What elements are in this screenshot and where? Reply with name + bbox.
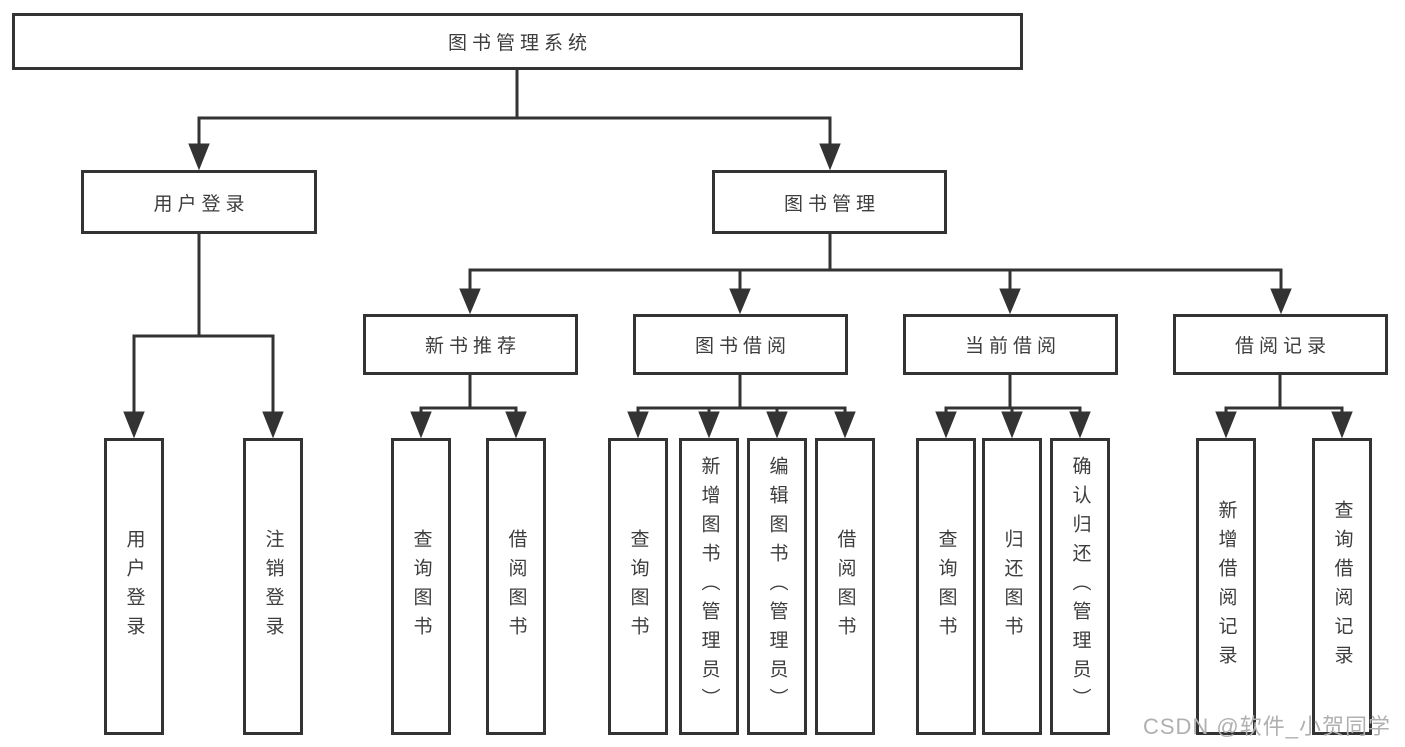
leaf-borrow-books-recommend: 借阅图书 bbox=[486, 438, 546, 735]
leaf-add-borrow-record-label: 新增借阅记录 bbox=[1215, 499, 1237, 674]
node-book-management: 图书管理 bbox=[712, 170, 947, 234]
leaf-query-books-recommend: 查询图书 bbox=[391, 438, 451, 735]
leaf-confirm-return-admin-label: 确认归还（管理员） bbox=[1069, 456, 1091, 717]
node-user-login: 用户登录 bbox=[81, 170, 317, 234]
leaf-logout-login-label: 注销登录 bbox=[262, 528, 284, 645]
leaf-user-login: 用户登录 bbox=[104, 438, 164, 735]
leaf-query-borrow-record-label: 查询借阅记录 bbox=[1331, 499, 1353, 674]
leaf-user-login-label: 用户登录 bbox=[123, 528, 145, 645]
node-root: 图书管理系统 bbox=[12, 13, 1023, 70]
leaf-borrow-books-label: 借阅图书 bbox=[834, 528, 856, 645]
leaf-return-books-label: 归还图书 bbox=[1001, 528, 1023, 645]
leaf-add-book-admin-label: 新增图书（管理员） bbox=[698, 456, 720, 717]
leaf-query-books-borrow-label: 查询图书 bbox=[627, 528, 649, 645]
csdn-watermark: CSDN @软件_小贺同学 bbox=[1142, 714, 1391, 739]
leaf-borrow-books: 借阅图书 bbox=[815, 438, 875, 735]
leaf-edit-book-admin-label: 编辑图书（管理员） bbox=[766, 456, 788, 717]
leaf-query-books-recommend-label: 查询图书 bbox=[410, 528, 432, 645]
leaf-edit-book-admin: 编辑图书（管理员） bbox=[747, 438, 807, 735]
leaf-add-book-admin: 新增图书（管理员） bbox=[679, 438, 739, 735]
leaf-query-borrow-record: 查询借阅记录 bbox=[1312, 438, 1372, 735]
leaf-add-borrow-record: 新增借阅记录 bbox=[1196, 438, 1256, 735]
leaf-logout-login: 注销登录 bbox=[243, 438, 303, 735]
leaf-query-books-borrow: 查询图书 bbox=[608, 438, 668, 735]
node-book-borrow: 图书借阅 bbox=[633, 314, 848, 375]
leaf-query-books-current: 查询图书 bbox=[916, 438, 976, 735]
node-new-book-recommend: 新书推荐 bbox=[363, 314, 578, 375]
node-borrow-records: 借阅记录 bbox=[1173, 314, 1388, 375]
node-current-borrow: 当前借阅 bbox=[903, 314, 1118, 375]
leaf-query-books-current-label: 查询图书 bbox=[935, 528, 957, 645]
leaf-return-books: 归还图书 bbox=[982, 438, 1042, 735]
leaf-borrow-books-recommend-label: 借阅图书 bbox=[505, 528, 527, 645]
leaf-confirm-return-admin: 确认归还（管理员） bbox=[1050, 438, 1110, 735]
